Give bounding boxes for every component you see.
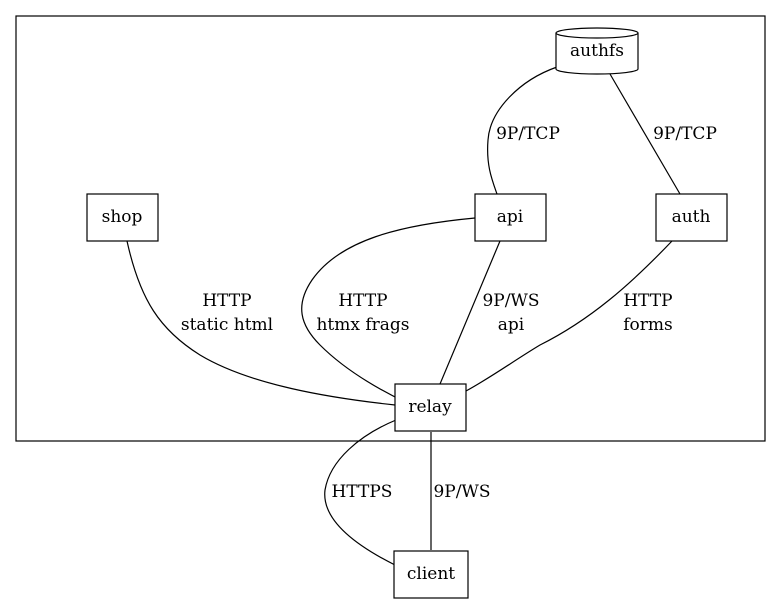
edge-relay-client-https <box>324 419 397 566</box>
edge-label-authfs-auth: 9P/TCP <box>653 124 717 144</box>
edge-api-relay-htmx <box>301 217 476 403</box>
node-label-authfs: authfs <box>570 41 624 61</box>
cylinder-icon <box>555 27 639 75</box>
edge-label-auth-relay-1: HTTP <box>623 291 672 311</box>
edge-label-shop-relay-1: HTTP <box>202 291 251 311</box>
edge-label-relay-client-ws: 9P/WS <box>433 482 490 502</box>
edge-label-auth-relay-2: forms <box>623 315 673 335</box>
edge-label-api-relay-ws-1: 9P/WS <box>482 291 539 311</box>
edge-authfs-auth <box>609 73 681 195</box>
edge-label-api-relay-ws-2: api <box>498 315 525 335</box>
node-label-api: api <box>497 207 524 227</box>
node-shop: shop <box>86 193 159 242</box>
cylinder-top-rim <box>555 32 639 39</box>
edge-authfs-api <box>487 66 558 195</box>
node-api: api <box>474 193 547 242</box>
edge-label-shop-relay-2: static html <box>181 315 273 335</box>
node-client: client <box>393 550 469 599</box>
node-label-relay: relay <box>408 397 452 417</box>
edge-label-api-relay-htmx-1: HTTP <box>338 291 387 311</box>
node-relay: relay <box>394 383 467 432</box>
node-label-shop: shop <box>102 207 143 227</box>
edge-api-relay-ws <box>439 240 501 385</box>
edge-auth-relay <box>465 240 673 392</box>
edge-label-authfs-api: 9P/TCP <box>496 124 560 144</box>
node-label-auth: auth <box>672 207 711 227</box>
node-label-client: client <box>407 564 455 584</box>
node-auth: auth <box>655 193 728 242</box>
cluster-boundary <box>15 15 766 442</box>
node-authfs: authfs <box>555 27 639 75</box>
edge-label-api-relay-htmx-2: htmx frags <box>316 315 409 335</box>
edge-label-relay-client-https: HTTPS <box>332 482 393 502</box>
edge-shop-relay <box>126 240 396 406</box>
